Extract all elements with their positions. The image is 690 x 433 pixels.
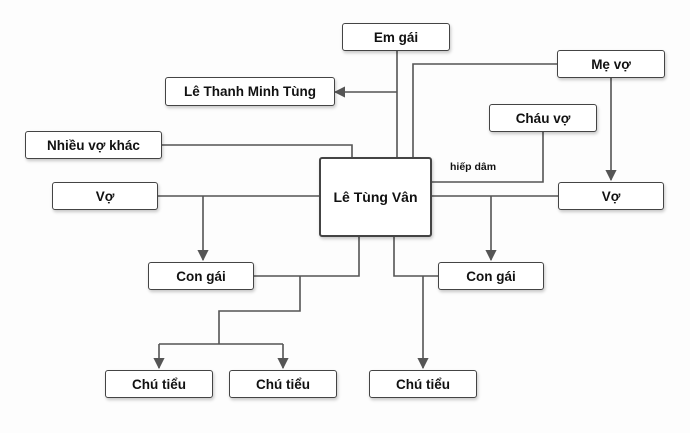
edge-chau-vo-to-van bbox=[432, 131, 544, 183]
node-nhieu-vo-khac: Nhiều vợ khác bbox=[25, 131, 162, 159]
node-con-gai-right: Con gái bbox=[438, 262, 544, 290]
node-chu-tieu-1: Chú tiểu bbox=[105, 370, 213, 398]
node-chu-tieu-2: Chú tiểu bbox=[229, 370, 337, 398]
node-le-thanh-minh-tung: Lê Thanh Minh Tùng bbox=[165, 77, 335, 106]
edge-van-to-con-gai-left bbox=[254, 237, 360, 277]
node-le-tung-van: Lê Tùng Vân bbox=[319, 157, 432, 237]
edge-con-gai-left-branch bbox=[218, 276, 301, 344]
node-con-gai-left: Con gái bbox=[148, 262, 254, 290]
edge-van-to-con-gai-right bbox=[393, 237, 438, 277]
node-em-gai: Em gái bbox=[342, 23, 450, 51]
edge-nhieu-vo-to-van bbox=[162, 144, 353, 157]
node-chu-tieu-3: Chú tiểu bbox=[369, 370, 477, 398]
node-chau-vo: Cháu vợ bbox=[489, 104, 597, 132]
node-vo-left: Vợ bbox=[52, 182, 158, 210]
node-me-vo: Mẹ vợ bbox=[557, 50, 665, 78]
edge-me-vo-to-van bbox=[412, 63, 557, 157]
node-vo-right: Vợ bbox=[558, 182, 664, 210]
label-hiep-dam: hiếp dâm bbox=[450, 161, 497, 173]
